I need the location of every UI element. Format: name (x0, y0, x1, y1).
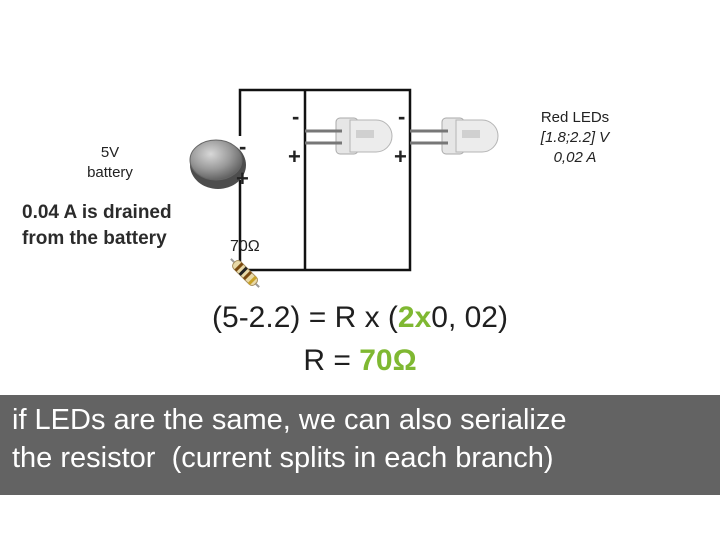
equation-line2: R = 70Ω (160, 343, 560, 379)
banner-line1: if LEDs are the same, we can also serial… (12, 404, 567, 436)
leds-label-voltage: [1.8;2.2] V (540, 129, 610, 146)
led1-minus-sign: - (292, 104, 300, 129)
equation-line2-accent: 70Ω (359, 344, 417, 377)
banner-text: if LEDs are the same, we can also serial… (12, 401, 712, 477)
banner-line2: the resistor (current splits in each bra… (12, 439, 712, 477)
wire-top-right-loop (238, 88, 412, 272)
banner-line2-a: the resistor (12, 442, 156, 474)
equation-line2-pre: R = (303, 344, 360, 377)
banner-line2-b: (current splits in each branch) (171, 442, 554, 474)
equation-line1-post: 0, 02) (431, 301, 508, 334)
equation-line1: (5-2.2) = R x (2x0, 02) (160, 300, 560, 336)
drain-note-line2: from the battery (22, 228, 167, 249)
battery-voltage: 5V (100, 144, 120, 161)
battery-word: battery (87, 164, 133, 181)
leds-label-title: Red LEDs (540, 109, 610, 126)
resistor-label: 70Ω (230, 238, 260, 255)
resistor-icon (230, 258, 260, 288)
battery-plus-sign: + (236, 166, 249, 191)
circuit-wires (238, 88, 412, 272)
wire-bottom-left (238, 180, 305, 272)
leds-label: Red LEDs [1.8;2.2] V 0,02 A (520, 108, 630, 168)
led-icon (305, 117, 393, 155)
drain-note: 0.04 A is drained from the battery (22, 200, 172, 252)
led-icon (410, 117, 499, 155)
equation-line1-accent: 2x (397, 301, 432, 334)
note-banner: if LEDs are the same, we can also serial… (0, 395, 720, 495)
led2-plus-sign: + (394, 144, 407, 169)
led2-minus-sign: - (398, 104, 406, 129)
battery-icon (189, 139, 246, 189)
battery-label: 5V battery (70, 143, 150, 183)
equation-line1-pre: (5-2.2) = R x ( (212, 301, 398, 334)
drain-note-line1: 0.04 A is drained (22, 202, 172, 223)
battery-minus-sign: - (239, 134, 247, 159)
led1-plus-sign: + (288, 144, 301, 169)
leds-label-current: 0,02 A (553, 149, 597, 166)
